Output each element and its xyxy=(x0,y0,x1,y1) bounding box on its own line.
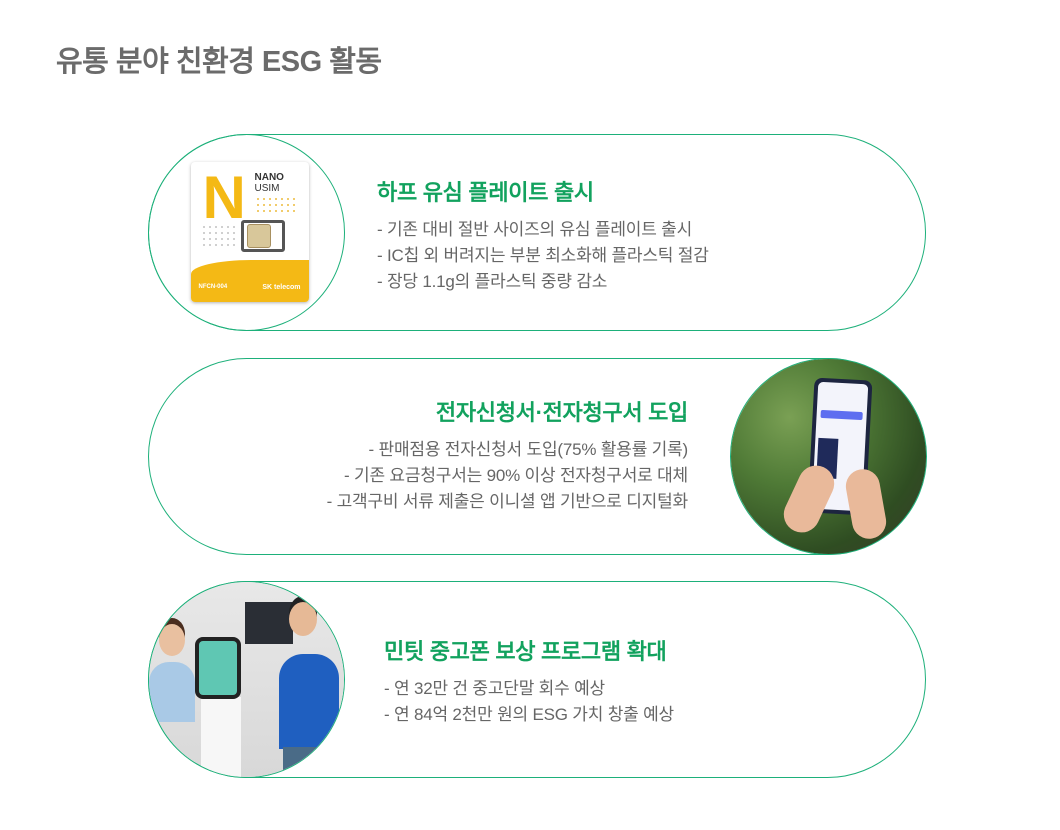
usim-letter: N xyxy=(202,163,246,231)
item-heading: 민팃 중고폰 보상 프로그램 확대 xyxy=(384,639,667,664)
dot-pattern xyxy=(254,195,297,216)
person-woman-body xyxy=(148,661,195,722)
hand-right xyxy=(842,466,889,541)
item-bullet: - IC칩 외 버려지는 부분 최소화해 플라스틱 절감 xyxy=(377,246,709,265)
usim-label-line2: USIM xyxy=(254,182,280,194)
esg-item-half-usim: N NANO USIM NFCN-004 SK telecom 하프 유심 플레… xyxy=(147,133,926,331)
screen-bar xyxy=(819,409,863,420)
usim-card-illustration: N NANO USIM NFCN-004 SK telecom xyxy=(190,161,309,302)
store-photo xyxy=(147,580,345,778)
usim-footer xyxy=(190,259,309,302)
usim-code: NFCN-004 xyxy=(198,283,228,290)
sim-frame xyxy=(240,219,285,252)
photo-background xyxy=(148,581,344,777)
kiosk-icon xyxy=(194,636,241,699)
esg-item-e-forms: 전자신청서·전자청구서 도입 - 판매점용 전자신청서 도입(75% 활용률 기… xyxy=(148,357,927,555)
esg-item-mintit: 민팃 중고폰 보상 프로그램 확대 - 연 32만 건 중고단말 회수 예상 -… xyxy=(147,580,926,778)
item-text: 하프 유심 플레이트 출시 - 기존 대비 절반 사이즈의 유심 플레이트 출시… xyxy=(377,175,709,295)
usim-label: NANO USIM xyxy=(255,172,284,194)
item-bullet: - 고객구비 서류 제출은 이니셜 앱 기반으로 디지털화 xyxy=(326,492,689,511)
item-text: 민팃 중고폰 보상 프로그램 확대 - 연 32만 건 중고단말 회수 예상 -… xyxy=(384,634,674,728)
kiosk-stand xyxy=(200,696,241,777)
item-text: 전자신청서·전자청구서 도입 - 판매점용 전자신청서 도입(75% 활용률 기… xyxy=(326,395,689,515)
person-man-body xyxy=(278,653,339,749)
person-man xyxy=(288,601,317,636)
item-heading: 전자신청서·전자청구서 도입 xyxy=(435,400,688,425)
page-title: 유통 분야 친환경 ESG 활동 xyxy=(56,46,382,78)
item-heading: 하프 유심 플레이트 출시 xyxy=(377,180,594,205)
store-monitor xyxy=(244,601,293,644)
person-man-legs xyxy=(282,746,335,777)
item-bullet: - 판매점용 전자신청서 도입(75% 활용률 기록) xyxy=(368,440,689,459)
usim-label-line1: NANO xyxy=(254,171,284,183)
kiosk-screen xyxy=(198,640,237,695)
photo-background xyxy=(730,358,926,554)
usim-card-image: N NANO USIM NFCN-004 SK telecom xyxy=(147,133,345,331)
sk-telecom-logo: SK telecom xyxy=(262,283,301,291)
dot-pattern-grey xyxy=(200,223,237,248)
item-bullet: - 장당 1.1g의 플라스틱 중량 감소 xyxy=(377,272,608,291)
smartphone-photo xyxy=(729,357,927,555)
sim-chip-icon xyxy=(246,223,271,248)
person-woman xyxy=(158,623,185,656)
item-bullet: - 연 32만 건 중고단말 회수 예상 xyxy=(384,679,605,698)
item-bullet: - 연 84억 2천만 원의 ESG 가치 창출 예상 xyxy=(384,705,674,724)
item-bullet: - 기존 요금청구서는 90% 이상 전자청구서로 대체 xyxy=(344,466,688,485)
item-bullet: - 기존 대비 절반 사이즈의 유심 플레이트 출시 xyxy=(377,220,693,239)
